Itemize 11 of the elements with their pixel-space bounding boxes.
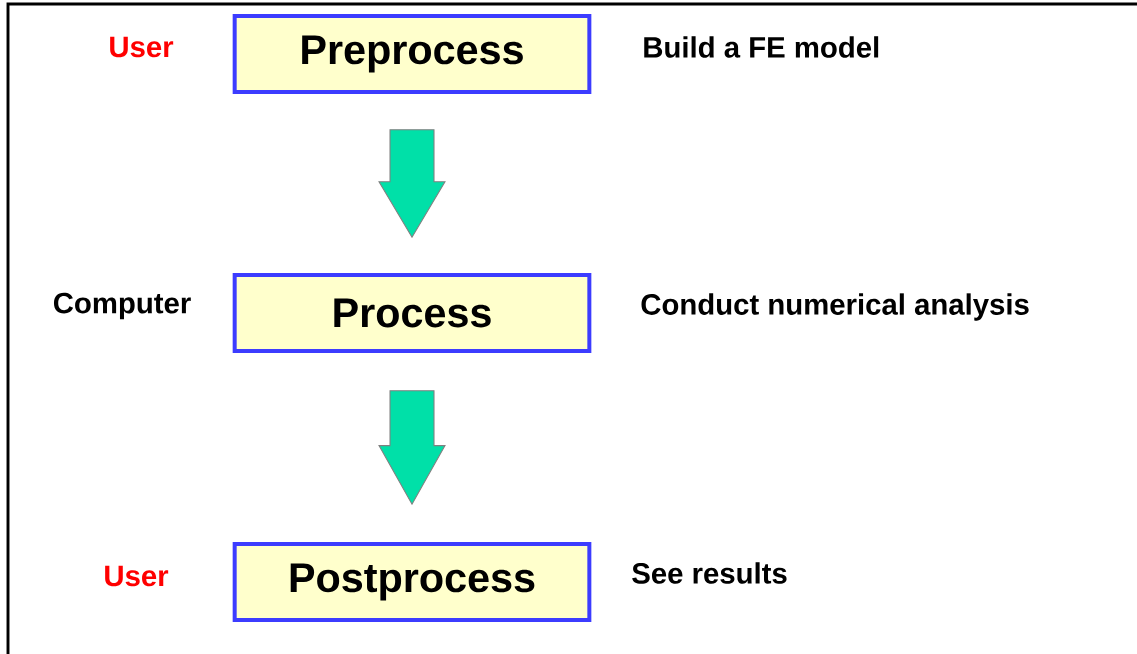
side-label: User	[110, 36, 174, 58]
side-label: See results	[632, 562, 787, 584]
process-box: Preprocess	[232, 14, 592, 94]
side-label: Computer	[53, 292, 191, 320]
block-arrow	[378, 129, 446, 239]
side-label: Conduct numerical analysis	[641, 293, 1029, 321]
process-box: Process	[232, 273, 592, 353]
process-box: Postprocess	[232, 542, 592, 622]
side-label: User	[105, 565, 169, 587]
block-arrow	[378, 390, 446, 506]
side-label: Build a FE model	[644, 36, 879, 58]
